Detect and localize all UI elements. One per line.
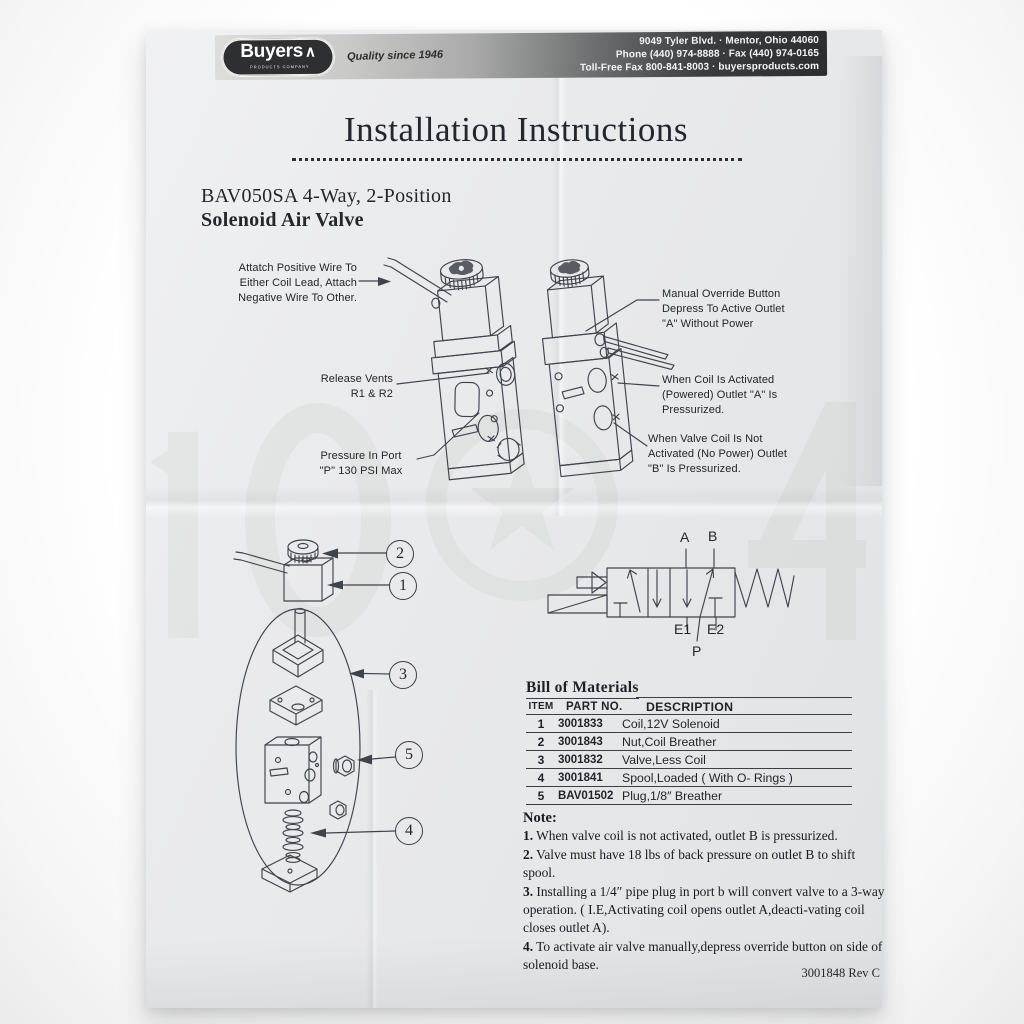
table-row: 5 BAV01502 Plug,1/8″ Breather: [526, 787, 852, 805]
title-dotted-underline: [292, 158, 742, 161]
address-line: Toll-Free Fax 800-841-8003 · buyersprodu…: [580, 61, 820, 74]
table-row: 3 3001832 Valve,Less Coil: [526, 751, 852, 769]
logo-subtext: PRODUCTS COMPANY: [250, 64, 310, 70]
callout-4: 4: [395, 817, 423, 845]
bom-table: ITEM PART NO. DESCRIPTION 1 3001833 Coil…: [526, 699, 852, 805]
label-release-vents: Release Vents R1 & R2: [320, 373, 393, 400]
tagline: Quality since 1946: [346, 48, 444, 64]
label-attach-wire: Attatch Positive Wire To Either Coil Lea…: [238, 262, 357, 304]
label-coil-activated: When Coil Is Activated (Powered) Outlet …: [662, 374, 778, 416]
schematic-port-e2: E2: [707, 621, 725, 637]
schematic-port-e1: E1: [674, 621, 692, 637]
note-item: 4. To activate air valve manually,depres…: [523, 938, 883, 973]
schematic-port-p: P: [692, 643, 702, 659]
label-coil-not-activated: When Valve Coil Is Not Activated (No Pow…: [648, 433, 788, 475]
bom-title: Bill of Materials: [526, 679, 639, 699]
buyers-logo: Buyers∧ PRODUCTS COMPANY: [221, 38, 335, 77]
label-pressure-port: Pressure In Port "P" 130 PSI Max: [319, 450, 403, 477]
table-row: 2 3001843 Nut,Coil Breather: [526, 733, 852, 751]
letterhead-banner: Buyers∧ PRODUCTS COMPANY Quality since 1…: [214, 30, 828, 81]
callout-1: 1: [389, 572, 417, 600]
table-row: 4 3001841 Spool,Loaded ( With O- Rings ): [526, 769, 852, 787]
bom-header-row: ITEM PART NO. DESCRIPTION: [526, 699, 852, 715]
notes-heading: Note:: [523, 810, 557, 826]
bom-top-rule: [636, 697, 852, 698]
bom-col-part: PART NO.: [566, 700, 623, 713]
document-revision: 3001848 Rev C: [801, 966, 880, 980]
table-row: 1 3001833 Coil,12V Solenoid: [526, 715, 852, 733]
callout-2: 2: [386, 540, 414, 568]
logo-arrow-icon: ∧: [304, 43, 316, 61]
note-item: 3. Installing a 1/4″ pipe plug in port b…: [523, 883, 885, 936]
callout-3: 3: [389, 661, 417, 689]
bom-col-item: ITEM: [528, 701, 554, 712]
label-manual-override: Manual Override Button Depress To Active…: [662, 288, 785, 330]
notes-section: Note: 1. When valve coil is not activate…: [523, 809, 885, 975]
note-item: 1. When valve coil is not activated, out…: [523, 828, 838, 844]
callout-5: 5: [395, 741, 423, 769]
page-title: Installation Instructions: [344, 110, 688, 149]
product-model: BAV050SA 4-Way, 2-Position: [201, 185, 452, 207]
logo-wordmark: Buyers: [240, 40, 304, 62]
bom-col-desc: DESCRIPTION: [646, 699, 734, 714]
product-name: Solenoid Air Valve: [201, 208, 364, 231]
note-item: 2. Valve must have 18 lbs of back pressu…: [523, 846, 856, 881]
company-address: 9049 Tyler Blvd. · Mentor, Ohio 44060 Ph…: [580, 34, 819, 75]
schematic-port-a: A: [680, 529, 690, 545]
schematic-port-b: B: [708, 528, 718, 544]
product-title: BAV050SA 4-Way, 2-Position Solenoid Air …: [201, 185, 452, 232]
